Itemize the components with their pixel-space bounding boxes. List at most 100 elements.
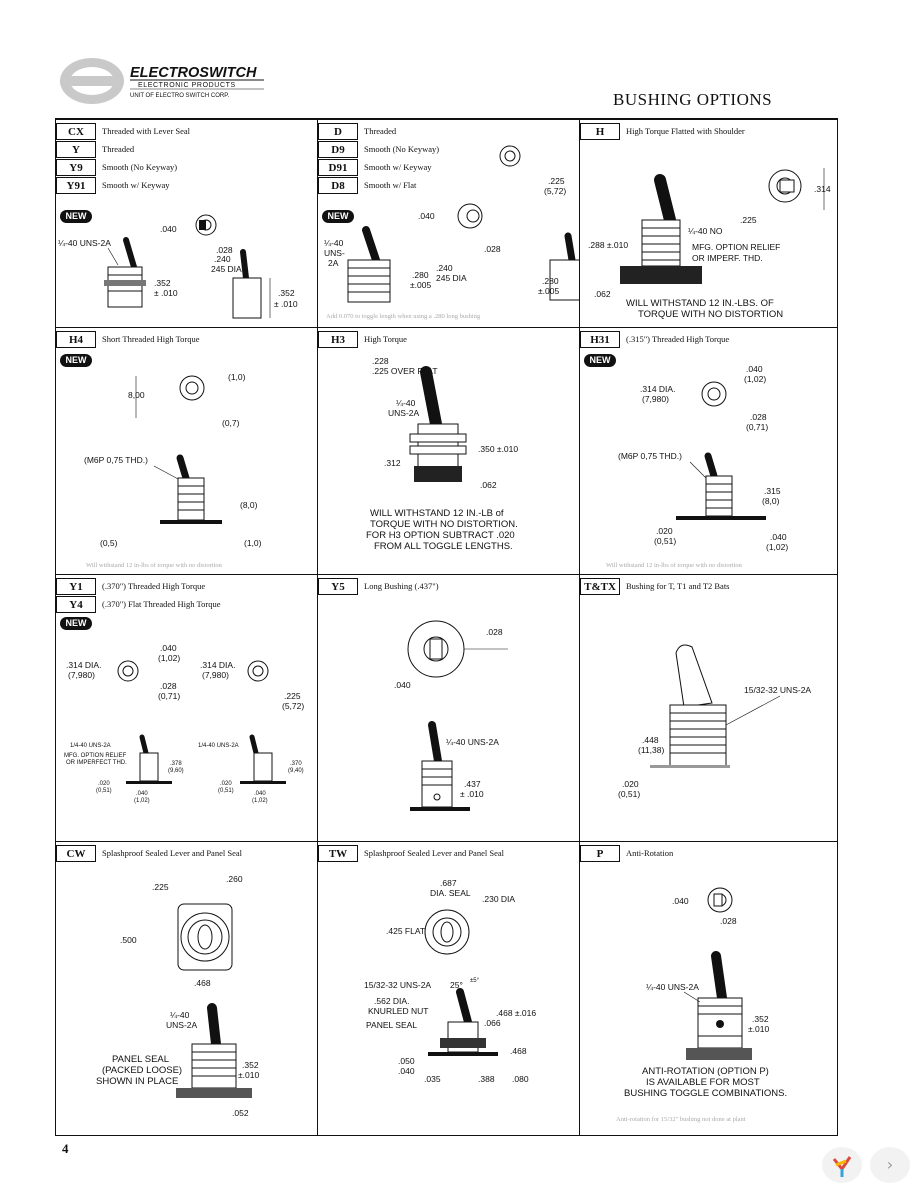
option-description: Anti-Rotation [626, 848, 674, 858]
svg-text:(7,980): (7,980) [202, 670, 229, 680]
svg-text:(PACKED LOOSE): (PACKED LOOSE) [102, 1065, 182, 1076]
option-code: D91 [318, 158, 358, 176]
brand-name: ELECTROSWITCH [130, 65, 257, 81]
option-description: Short Threaded High Torque [102, 334, 200, 344]
option-description: Splashproof Sealed Lever and Panel Seal [102, 848, 242, 858]
svg-text:.468: .468 [510, 1046, 527, 1056]
option-code: Y1 [56, 577, 96, 595]
option-code: CW [56, 844, 96, 862]
cw-drawing: .225 .260 .500 .468 ¼-40 UNS-2A .352 ±.0… [96, 874, 259, 1118]
svg-text:.225: .225 [284, 691, 301, 701]
svg-text:15/32-32 UNS-2A: 15/32-32 UNS-2A [364, 980, 431, 990]
svg-text:.040: .040 [160, 224, 177, 234]
svg-text:.315: .315 [764, 486, 781, 496]
h4-drawing: (1,0) 8,00 (0,7) (M6P 0,75 THD.) (8,0) (… [84, 372, 262, 548]
svg-text:.425 FLAT: .425 FLAT [386, 926, 425, 936]
option-description: Threaded with Lever Seal [102, 126, 191, 136]
option-code: H4 [56, 330, 96, 348]
new-badge: NEW [322, 210, 354, 223]
svg-text:.066: .066 [484, 1018, 501, 1028]
cell-tw: TW Splashproof Sealed Lever and Panel Sea… [318, 842, 580, 1135]
svg-text:.040: .040 [746, 364, 763, 374]
tw-drawing: .687 DIA. SEAL .230 DIA .425 FLAT 15/32-… [364, 878, 536, 1084]
cell-h31: H31(.315") Threaded High Torque NEW .040… [580, 328, 837, 575]
svg-text:± .010: ± .010 [460, 789, 484, 799]
option-description: Smooth w/ Keyway [102, 180, 170, 190]
svg-text:(1,0): (1,0) [244, 538, 262, 548]
svg-text:(0,71): (0,71) [746, 422, 768, 432]
svg-text:(1,0): (1,0) [228, 372, 246, 382]
svg-text:(7,980): (7,980) [68, 670, 95, 680]
cx-drawing: .040 .028 ¼-40 UNS-2A .352 ± .010 .240 2… [58, 214, 298, 319]
svg-text:.225: .225 [548, 176, 565, 186]
viewer-logo [822, 1147, 862, 1183]
option-description: High Torque Flatted with Shoulder [626, 126, 745, 136]
svg-text:(0,71): (0,71) [158, 691, 180, 701]
new-badge: NEW [60, 617, 92, 630]
svg-text:(5,72): (5,72) [544, 186, 566, 196]
option-description: Smooth w/ Keyway [364, 162, 432, 172]
page-number: 4 [62, 1141, 69, 1156]
option-description: (.370") Threaded High Torque [102, 581, 206, 591]
brand-unit: UNIT OF ELECTRO SWITCH CORP. [130, 93, 229, 99]
svg-text:.312: .312 [384, 458, 401, 468]
svg-text:TORQUE WITH NO DISTORTION: TORQUE WITH NO DISTORTION [638, 309, 783, 320]
svg-text:WILL WITHSTAND 12 IN.-LB of: WILL WITHSTAND 12 IN.-LB of [370, 508, 504, 519]
svg-text:SHOWN IN PLACE: SHOWN IN PLACE [96, 1076, 178, 1087]
svg-text:(M6P 0,75 THD.): (M6P 0,75 THD.) [84, 455, 148, 465]
svg-text:.028: .028 [750, 412, 767, 422]
svg-text:.352: .352 [154, 278, 171, 288]
next-page-button[interactable]: › [870, 1147, 910, 1183]
option-code: TW [318, 844, 358, 862]
svg-text:.388: .388 [478, 1074, 495, 1084]
svg-text:UNS-: UNS- [324, 248, 345, 258]
option-description: (.315") Threaded High Torque [626, 334, 730, 344]
svg-text:2A: 2A [328, 258, 339, 268]
svg-text:¼-40: ¼-40 [170, 1010, 190, 1020]
svg-text:¼-40 UNS-2A: ¼-40 UNS-2A [446, 737, 499, 747]
svg-text:IS AVAILABLE FOR MOST: IS AVAILABLE FOR MOST [646, 1077, 760, 1088]
svg-text:25°: 25° [450, 980, 463, 990]
svg-text:.468: .468 [194, 978, 211, 988]
option-code: H31 [580, 330, 620, 348]
svg-text:.350 ±.010: .350 ±.010 [478, 444, 518, 454]
svg-text:.240: .240 [214, 254, 231, 264]
svg-text:245 DIA: 245 DIA [211, 264, 242, 274]
svg-text:MFG. OPTION RELIEF: MFG. OPTION RELIEF [692, 242, 780, 252]
option-description: Threaded [364, 126, 397, 136]
svg-text:ANTI-ROTATION (OPTION P): ANTI-ROTATION (OPTION P) [642, 1066, 769, 1077]
svg-text:±5°: ±5° [470, 978, 480, 984]
d-drawing: .225 (5,72) .040 ¼-40 UNS- 2A .028 .280 … [324, 145, 579, 303]
svg-text:(0,51): (0,51) [218, 788, 234, 794]
svg-text:¼-40 UNS-2A: ¼-40 UNS-2A [58, 238, 111, 248]
svg-text:.240: .240 [436, 263, 453, 273]
svg-text:(0,5): (0,5) [100, 538, 118, 548]
svg-text:¼-40 NO: ¼-40 NO [688, 226, 723, 236]
svg-text:.314 DIA.: .314 DIA. [66, 660, 101, 670]
option-description: (.370") Flat Threaded High Torque [102, 599, 221, 609]
option-code: CX [56, 122, 96, 140]
svg-text:.352: .352 [278, 288, 295, 298]
svg-text:1/4-40 UNS-2A: 1/4-40 UNS-2A [70, 743, 111, 749]
viewer-logo-icon [832, 1156, 852, 1177]
svg-text:UNS-2A: UNS-2A [166, 1020, 198, 1030]
svg-text:.562 DIA.: .562 DIA. [374, 996, 409, 1006]
svg-text:OR IMPERF. THD.: OR IMPERF. THD. [692, 253, 763, 263]
option-code: Y91 [56, 176, 96, 194]
electroswitch-logo: ELECTROSWITCH ELECTRONIC PRODUCTS UNIT O… [60, 58, 264, 104]
new-badge: NEW [60, 210, 92, 223]
svg-text:.225: .225 [740, 215, 757, 225]
option-description: Smooth (No Keyway) [102, 162, 178, 172]
svg-text:PANEL SEAL: PANEL SEAL [112, 1054, 169, 1065]
svg-text:.370: .370 [290, 761, 302, 767]
page-title: BUSHING OPTIONS [613, 90, 773, 109]
svg-text:PANEL SEAL: PANEL SEAL [366, 1020, 417, 1030]
svg-text:(1,02): (1,02) [134, 798, 150, 804]
svg-text:.028: .028 [484, 244, 501, 254]
option-description: Splashproof Sealed Lever and Panel Seal [364, 848, 504, 858]
